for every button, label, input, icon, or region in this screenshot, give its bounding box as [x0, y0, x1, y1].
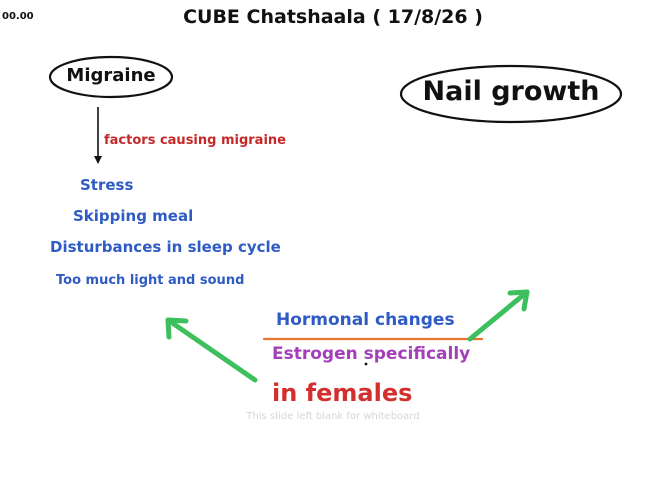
hormonal-changes-text: Hormonal changes [276, 310, 455, 330]
blank-slide-note: This slide left blank for whiteboard [246, 411, 420, 422]
factors-label: factors causing migraine [104, 133, 286, 148]
factor-item-light-sound: Too much light and sound [56, 273, 245, 288]
ink-dot [364, 362, 368, 366]
factor-item-sleep-cycle: Disturbances in sleep cycle [50, 238, 281, 256]
page-title: CUBE Chatshaala ( 17/8/26 ) [183, 6, 483, 28]
green-arrow-right [467, 289, 530, 342]
nail-growth-ellipse [399, 64, 623, 124]
factor-item-skipping-meal: Skipping meal [73, 207, 194, 225]
migraine-ellipse [48, 55, 174, 99]
green-arrow-left [165, 317, 258, 383]
estrogen-text: Estrogen specifically [272, 344, 471, 364]
factor-item-stress: Stress [80, 176, 134, 194]
in-females-text: in females [272, 379, 413, 407]
nail-growth-label: Nail growth [422, 76, 600, 107]
migraine-label: Migraine [66, 65, 156, 86]
timer: 00.00 [2, 11, 34, 22]
